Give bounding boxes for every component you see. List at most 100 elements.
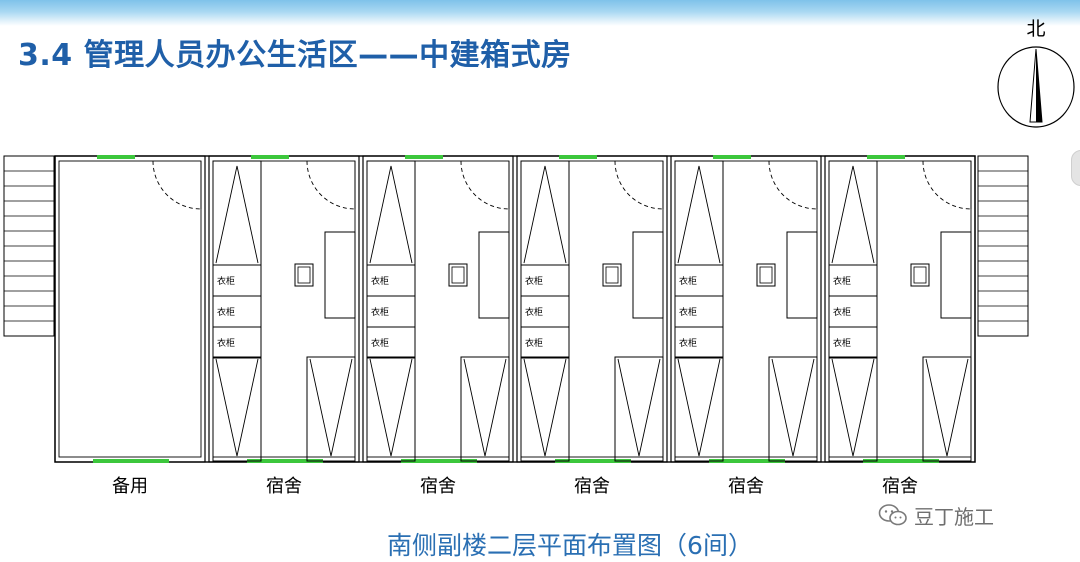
room-wall [54, 155, 206, 463]
wardrobe-label: 衣柜 [833, 275, 851, 287]
room-label: 宿舍 [266, 476, 302, 497]
chair-seat [297, 266, 311, 284]
room-label: 宿舍 [574, 476, 610, 497]
bed-upper-left [828, 160, 878, 266]
door-swing [306, 160, 356, 210]
desk [786, 231, 818, 319]
chair-seat [913, 266, 927, 284]
bed-mark [925, 358, 969, 457]
chair-seat [759, 266, 773, 284]
bed-mark [677, 165, 721, 264]
door-swing [922, 160, 972, 210]
brand-watermark: 豆丁施工 [878, 500, 994, 530]
wardrobe-label: 衣柜 [679, 275, 697, 287]
window-south [93, 459, 169, 463]
wardrobe-label: 衣柜 [833, 337, 851, 349]
wardrobe-label: 衣柜 [525, 306, 543, 318]
room-label: 宿舍 [728, 476, 764, 497]
wardrobe [520, 326, 570, 359]
brand-name: 豆丁施工 [914, 504, 994, 529]
chair [756, 263, 776, 287]
wardrobe-label: 衣柜 [371, 275, 389, 287]
north-label: 北 [1026, 18, 1046, 40]
side-handle[interactable] [1071, 150, 1080, 186]
wechat-icon [878, 504, 907, 526]
window-north [251, 155, 289, 159]
wardrobe-label: 衣柜 [833, 306, 851, 318]
bed-mark [309, 358, 353, 457]
window-north [97, 155, 135, 159]
chair [448, 263, 468, 287]
floor-plan: 备用衣柜衣柜衣柜宿舍衣柜衣柜衣柜宿舍衣柜衣柜衣柜宿舍衣柜衣柜衣柜宿舍衣柜衣柜衣柜… [3, 155, 1029, 497]
room-label: 备用 [112, 476, 148, 497]
wardrobe-label: 衣柜 [525, 337, 543, 349]
window-north [559, 155, 597, 159]
door-swing [152, 160, 202, 210]
desk [324, 231, 356, 319]
wardrobe-label: 衣柜 [525, 275, 543, 287]
bed-lower-right [306, 356, 356, 462]
bed-lower-right [614, 356, 664, 462]
chair [294, 263, 314, 287]
bed-lower-left [520, 356, 570, 462]
bed-mark [369, 358, 413, 457]
bed-lower-right [460, 356, 510, 462]
wardrobe-label: 衣柜 [679, 337, 697, 349]
door-swing [614, 160, 664, 210]
bed-mark [831, 165, 875, 264]
bed-mark [677, 358, 721, 457]
room-wall-inner [58, 160, 202, 458]
wardrobe-label: 衣柜 [217, 275, 235, 287]
door-swing [768, 160, 818, 210]
bed-mark [215, 165, 259, 264]
window-south [247, 459, 323, 463]
bed-mark [617, 358, 661, 457]
bed-mark [369, 165, 413, 264]
wardrobe-label: 衣柜 [371, 337, 389, 349]
window-south [401, 459, 477, 463]
window-south [709, 459, 785, 463]
bed-lower-left [674, 356, 724, 462]
bed-mark [215, 358, 259, 457]
wardrobe [674, 326, 724, 359]
wardrobe-label: 衣柜 [217, 337, 235, 349]
bed-upper-left [366, 160, 416, 266]
window-north [713, 155, 751, 159]
chair-seat [451, 266, 465, 284]
room-label: 宿舍 [420, 476, 456, 497]
slide-title: 3.4 管理人员办公生活区——中建箱式房 [18, 38, 572, 73]
door-swing [460, 160, 510, 210]
wardrobe [828, 326, 878, 359]
bed-mark [771, 358, 815, 457]
chair [910, 263, 930, 287]
bed-mark [831, 358, 875, 457]
bed-lower-left [212, 356, 262, 462]
wardrobe-label: 衣柜 [679, 306, 697, 318]
room-label: 宿舍 [882, 476, 918, 497]
bed-lower-left [828, 356, 878, 462]
window-south [555, 459, 631, 463]
compass-icon [997, 46, 1075, 128]
bed-upper-left [520, 160, 570, 266]
bed-mark [523, 358, 567, 457]
wardrobe-label: 衣柜 [371, 306, 389, 318]
window-south [863, 459, 939, 463]
wardrobe [212, 326, 262, 359]
desk [940, 231, 972, 319]
plan-caption: 南侧副楼二层平面布置图（6间） [387, 531, 753, 560]
wardrobe [366, 326, 416, 359]
bed-lower-left [366, 356, 416, 462]
bed-mark [463, 358, 507, 457]
bed-upper-left [212, 160, 262, 266]
chair [602, 263, 622, 287]
room-1: 备用 [54, 155, 206, 497]
desk [478, 231, 510, 319]
window-north [405, 155, 443, 159]
bed-mark [523, 165, 567, 264]
bed-lower-right [768, 356, 818, 462]
